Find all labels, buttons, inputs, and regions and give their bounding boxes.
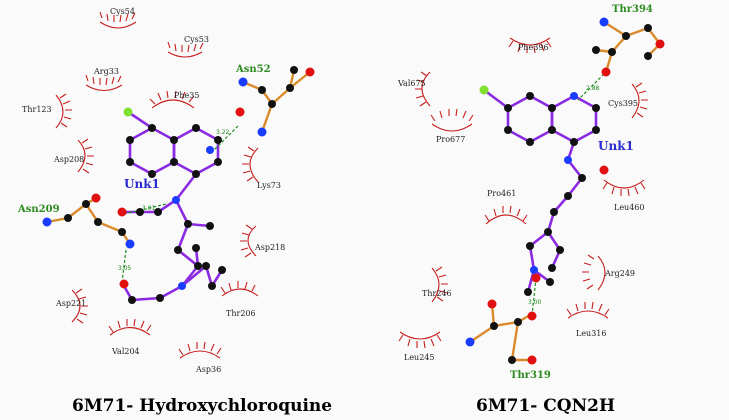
arc-phe35 bbox=[151, 99, 195, 109]
hbonds-left bbox=[121, 125, 239, 283]
distance-label: 2.88 bbox=[586, 85, 600, 92]
arc-val675 bbox=[421, 71, 431, 107]
caption-right: 6M71- CQN2H bbox=[476, 396, 616, 416]
residue-label: Asp208 bbox=[53, 155, 84, 164]
residue-label: Asp221 bbox=[55, 299, 86, 308]
arc-lys73 bbox=[249, 147, 259, 183]
hbond-thr394 bbox=[577, 73, 605, 101]
distance-label: 3.05 bbox=[118, 265, 132, 272]
arc-arg33 bbox=[85, 84, 123, 92]
atoms-right bbox=[465, 17, 665, 365]
hbond-residue-label: Asn209 bbox=[17, 204, 60, 215]
residue-label: Phe396 bbox=[518, 43, 549, 52]
arc-cys53 bbox=[167, 51, 203, 58]
distance-label: 3.01 bbox=[142, 205, 156, 212]
atoms-left bbox=[42, 66, 315, 304]
distance-label: 3.22 bbox=[216, 129, 230, 136]
residue-label: Pro677 bbox=[436, 135, 465, 144]
arc-pro461 bbox=[485, 214, 527, 225]
residue-label: Cys53 bbox=[184, 35, 209, 44]
arc-asp221 bbox=[71, 289, 81, 323]
residue-label: Leu245 bbox=[404, 353, 434, 362]
hbond-residue-label: Thr394 bbox=[612, 4, 653, 15]
arc-val204 bbox=[109, 326, 151, 336]
arc-leu460 bbox=[603, 179, 645, 189]
caption-left: 6M71- Hydroxychloroquine bbox=[72, 396, 333, 416]
arc-asp218 bbox=[247, 225, 257, 257]
residue-labels-left: Cys54 Cys53 Arg33 Phe35 Thr123 Asp208 Ly… bbox=[17, 7, 285, 374]
residue-label: Phe35 bbox=[174, 91, 199, 100]
hbond-asn209 bbox=[123, 203, 167, 215]
arc-asp208 bbox=[77, 139, 86, 173]
arc-arg249 bbox=[597, 255, 606, 291]
hbond-asn209-b bbox=[121, 249, 127, 283]
arc-leu316 bbox=[567, 310, 609, 319]
residue-label: Leu460 bbox=[614, 203, 644, 212]
residue-label: Asp36 bbox=[195, 365, 221, 374]
arc-pro677 bbox=[431, 123, 473, 132]
residue-label: Thr206 bbox=[226, 309, 256, 318]
arc-cys54 bbox=[99, 21, 137, 29]
residue-label: Leu316 bbox=[576, 329, 606, 338]
residue-label: Val675 bbox=[397, 79, 426, 88]
residue-label: Val204 bbox=[111, 347, 140, 356]
residue-label: Lys73 bbox=[257, 181, 281, 190]
residue-labels-right: Phe396 Val675 Cys395 Pro677 Pro461 Leu46… bbox=[397, 4, 653, 381]
arc-thr206 bbox=[221, 288, 259, 297]
hbond-residue-label: Thr319 bbox=[510, 370, 551, 381]
hydrophobic-arcs-right bbox=[398, 37, 648, 349]
arc-thr246 bbox=[431, 267, 440, 303]
residue-label: Thr123 bbox=[22, 105, 52, 114]
ligand-label: Unk1 bbox=[598, 139, 634, 153]
ligand-label: Unk1 bbox=[124, 177, 160, 191]
hbond-asn52 bbox=[213, 125, 239, 151]
hbonds-right bbox=[531, 73, 605, 317]
hbond-thr319 bbox=[531, 277, 537, 317]
panel-left: Cys54 Cys53 Arg33 Phe35 Thr123 Asp208 Ly… bbox=[17, 7, 315, 374]
hbond-residue-label: Asn52 bbox=[235, 64, 271, 75]
arc-thr123 bbox=[55, 94, 64, 129]
residue-label: Cys54 bbox=[110, 7, 135, 16]
residue-label: Pro461 bbox=[487, 189, 516, 198]
residue-label: Arg33 bbox=[93, 67, 119, 76]
residue-label: Arg249 bbox=[604, 269, 635, 278]
hydrophobic-arcs-left bbox=[55, 11, 259, 359]
residue-label: Cys395 bbox=[608, 99, 638, 108]
arc-leu245 bbox=[399, 331, 441, 340]
residue-label: Asp218 bbox=[254, 243, 285, 252]
residue-label: Thr246 bbox=[422, 289, 452, 298]
panel-right: Phe396 Val675 Cys395 Pro677 Pro461 Leu46… bbox=[397, 4, 665, 381]
arc-phe396 bbox=[509, 37, 551, 46]
arc-asp36 bbox=[179, 350, 221, 359]
arc-cys395 bbox=[631, 83, 640, 119]
distance-label: 3.00 bbox=[528, 299, 542, 306]
